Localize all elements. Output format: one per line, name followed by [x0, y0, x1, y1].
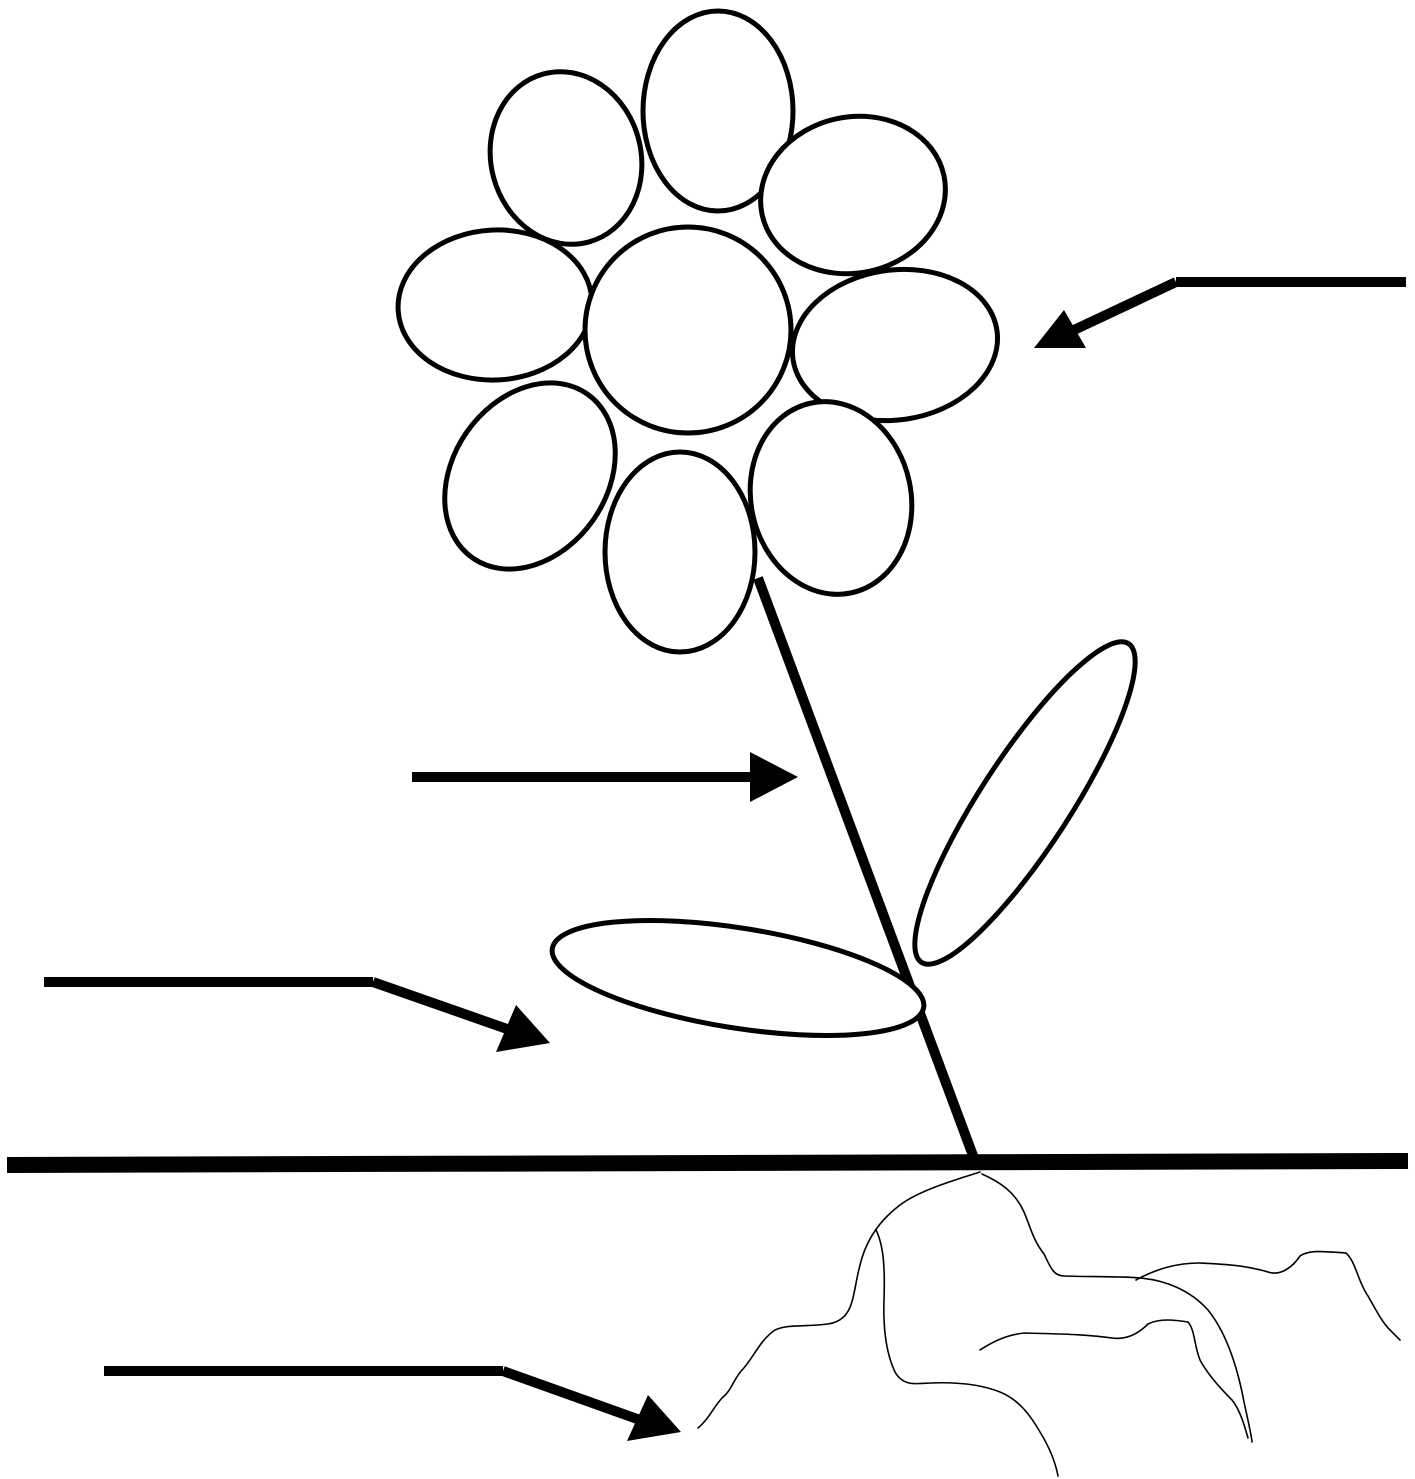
arrow-leaf [44, 977, 550, 1052]
arrow-head-icon [1034, 310, 1086, 348]
roots [697, 1171, 1401, 1477]
root-strand [979, 1319, 1249, 1439]
ground-line [6, 1153, 1409, 1173]
arrow-flower [1034, 277, 1406, 348]
petal [747, 399, 915, 597]
arrow-head-icon [496, 1005, 550, 1052]
petal [602, 449, 758, 655]
arrow-roots [104, 1366, 681, 1441]
petal [442, 380, 618, 572]
root-strand [875, 1229, 1059, 1477]
petal [395, 227, 595, 383]
petal [640, 8, 796, 214]
arrow-head-icon [627, 1395, 681, 1441]
flower-center [582, 224, 794, 436]
flower-head [395, 8, 1001, 655]
root-strand [981, 1173, 1253, 1443]
root-strand [697, 1171, 981, 1429]
arrow-shaft [501, 1366, 642, 1425]
petal [487, 69, 645, 247]
leaf-right [912, 639, 1138, 967]
stem [753, 576, 980, 1163]
arrow-stem [412, 752, 798, 802]
arrow-shaft [1071, 277, 1179, 335]
arrow-shaft [371, 977, 512, 1035]
leaf-left [549, 918, 927, 1038]
root-strand [1135, 1250, 1401, 1341]
arrow-head-icon [750, 752, 798, 802]
petal [789, 266, 1001, 424]
